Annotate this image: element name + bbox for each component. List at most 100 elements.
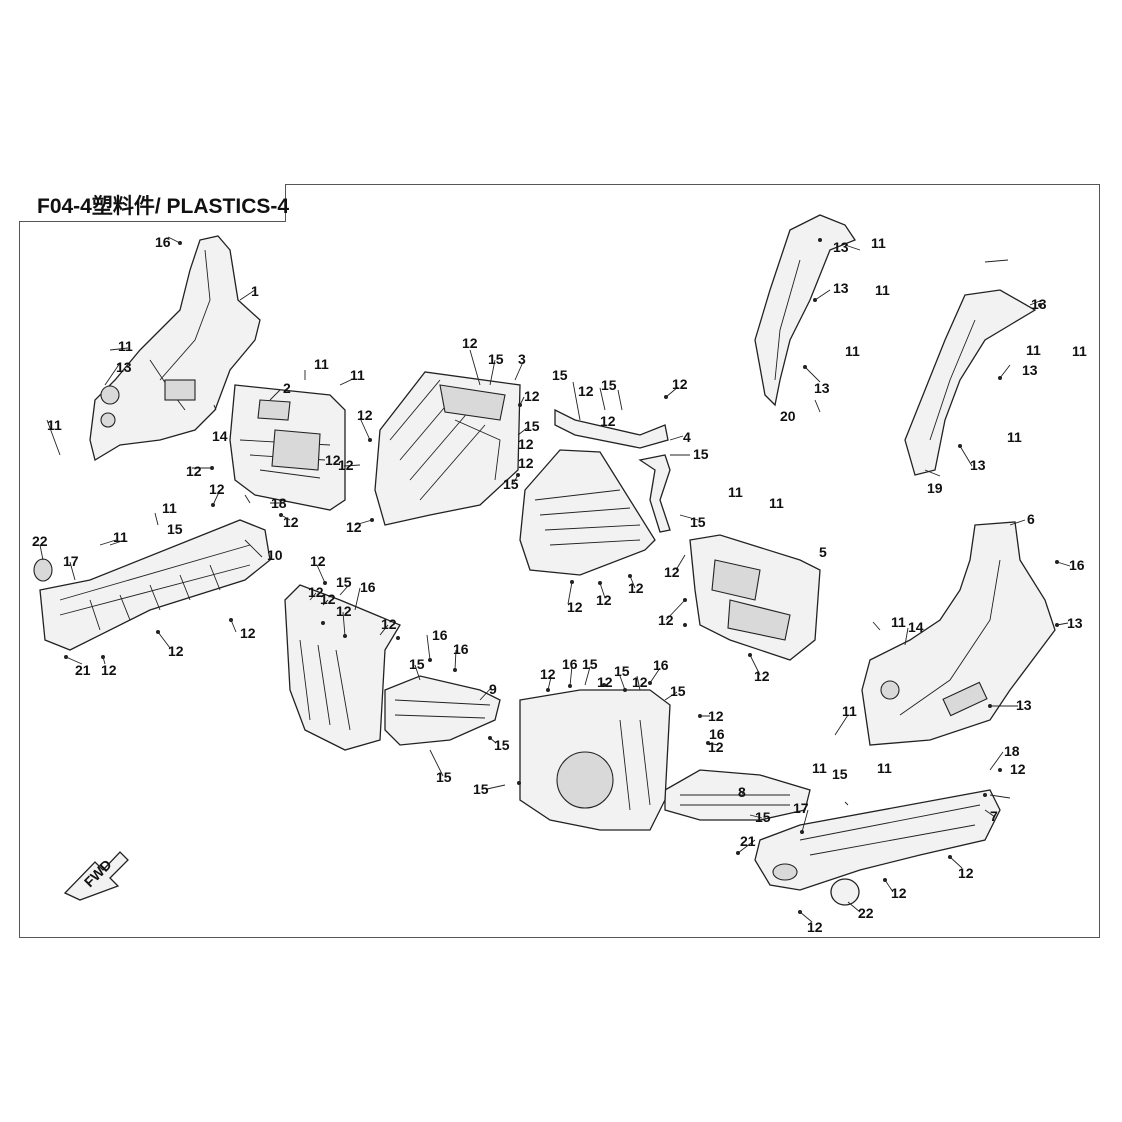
- callout-15: 15: [614, 663, 630, 679]
- callout-12: 12: [958, 865, 974, 881]
- callout-11: 11: [350, 367, 365, 383]
- callout-11: 11: [769, 495, 784, 511]
- callout-12: 12: [168, 643, 184, 659]
- callout-15: 15: [670, 683, 686, 699]
- part-3-center-panel: [374, 371, 521, 526]
- part-right-kick-panel: [519, 689, 671, 831]
- callout-12: 12: [346, 519, 362, 535]
- callout-15: 15: [503, 476, 519, 492]
- callout-16: 16: [1069, 557, 1085, 573]
- callout-15: 15: [601, 377, 617, 393]
- callout-11: 11: [118, 338, 133, 354]
- callout-22: 22: [858, 905, 874, 921]
- callout-13: 13: [970, 457, 986, 473]
- part-10-left-rocker: [39, 519, 271, 651]
- callout-15: 15: [167, 521, 183, 537]
- callout-12: 12: [658, 612, 674, 628]
- callout-12: 12: [754, 668, 770, 684]
- callout-12: 12: [596, 592, 612, 608]
- callout-15: 15: [488, 351, 504, 367]
- part-22-caps: [33, 558, 860, 906]
- part-8-right-floor: [664, 769, 811, 821]
- callout-12: 12: [381, 616, 397, 632]
- callout-11: 11: [877, 760, 892, 776]
- callout-16: 16: [432, 627, 448, 643]
- callout-12: 12: [891, 885, 907, 901]
- callout-12: 12: [540, 666, 556, 682]
- callout-20: 20: [780, 408, 796, 424]
- callout-6: 6: [1027, 511, 1035, 527]
- callout-15: 15: [690, 514, 706, 530]
- callout-1: 1: [251, 283, 259, 299]
- callout-12: 12: [628, 580, 644, 596]
- callout-13: 13: [116, 359, 132, 375]
- callout-12: 12: [578, 383, 594, 399]
- callout-12: 12: [597, 674, 613, 690]
- callout-12: 12: [518, 436, 534, 452]
- callout-11: 11: [113, 529, 128, 545]
- callout-19: 19: [927, 480, 943, 496]
- callout-12: 12: [357, 407, 373, 423]
- part-9-left-floor: [384, 675, 501, 746]
- callout-11: 11: [842, 703, 857, 719]
- callout-12: 12: [672, 376, 688, 392]
- callout-12: 12: [1010, 761, 1026, 777]
- part-1-left-panel: [89, 235, 261, 462]
- callout-12: 12: [320, 591, 336, 607]
- callout-8: 8: [738, 784, 746, 800]
- callout-10: 10: [267, 547, 283, 563]
- callout-13: 13: [1022, 362, 1038, 378]
- callout-11: 11: [1026, 342, 1041, 358]
- callout-12: 12: [524, 388, 540, 404]
- callout-3: 3: [518, 351, 526, 367]
- part-left-kick-panel: [284, 584, 401, 751]
- callout-12: 12: [708, 708, 724, 724]
- callout-12: 12: [186, 463, 202, 479]
- callout-15: 15: [693, 446, 709, 462]
- part-5-right-duct: [689, 534, 821, 661]
- callout-14: 14: [908, 619, 924, 635]
- callout-15: 15: [832, 766, 848, 782]
- callout-11: 11: [47, 417, 62, 433]
- callout-16: 16: [360, 579, 376, 595]
- callout-22: 22: [32, 533, 48, 549]
- callout-12: 12: [240, 625, 256, 641]
- callout-21: 21: [740, 833, 756, 849]
- callout-12: 12: [664, 564, 680, 580]
- callout-11: 11: [728, 484, 743, 500]
- callout-11: 11: [891, 614, 906, 630]
- callout-17: 17: [63, 553, 79, 569]
- callout-12: 12: [807, 919, 823, 935]
- callout-12: 12: [338, 457, 354, 473]
- callout-15: 15: [552, 367, 568, 383]
- callout-16: 16: [709, 726, 725, 742]
- diagram-frame: [19, 184, 1100, 938]
- callout-15: 15: [436, 769, 452, 785]
- fastener-dots: [64, 238, 1059, 914]
- part-6-right-panel: [861, 521, 1056, 746]
- callout-7: 7: [990, 808, 998, 824]
- callout-16: 16: [155, 234, 171, 250]
- callout-15: 15: [409, 656, 425, 672]
- callout-2: 2: [283, 380, 291, 396]
- callout-15: 15: [336, 574, 352, 590]
- leader-lines: [39, 236, 1071, 923]
- callout-13: 13: [833, 239, 849, 255]
- callout-15: 15: [524, 418, 540, 434]
- part-7-right-rocker: [754, 789, 1001, 891]
- callout-4: 4: [683, 429, 691, 445]
- part-19-fender-flare: [904, 289, 1037, 476]
- title-box: F04-4塑料件/ PLASTICS-4: [19, 184, 290, 222]
- diagram-title: F04-4塑料件/ PLASTICS-4: [37, 195, 290, 218]
- callout-11: 11: [314, 356, 329, 372]
- callout-15: 15: [473, 781, 489, 797]
- callout-15: 15: [494, 737, 510, 753]
- callout-15: 15: [582, 656, 598, 672]
- part-20-fender-flare: [754, 214, 856, 407]
- callout-11: 11: [812, 760, 827, 776]
- callout-12: 12: [336, 603, 352, 619]
- callout-12: 12: [310, 553, 326, 569]
- callout-12: 12: [325, 452, 341, 468]
- part-2-left-duct: [229, 384, 346, 511]
